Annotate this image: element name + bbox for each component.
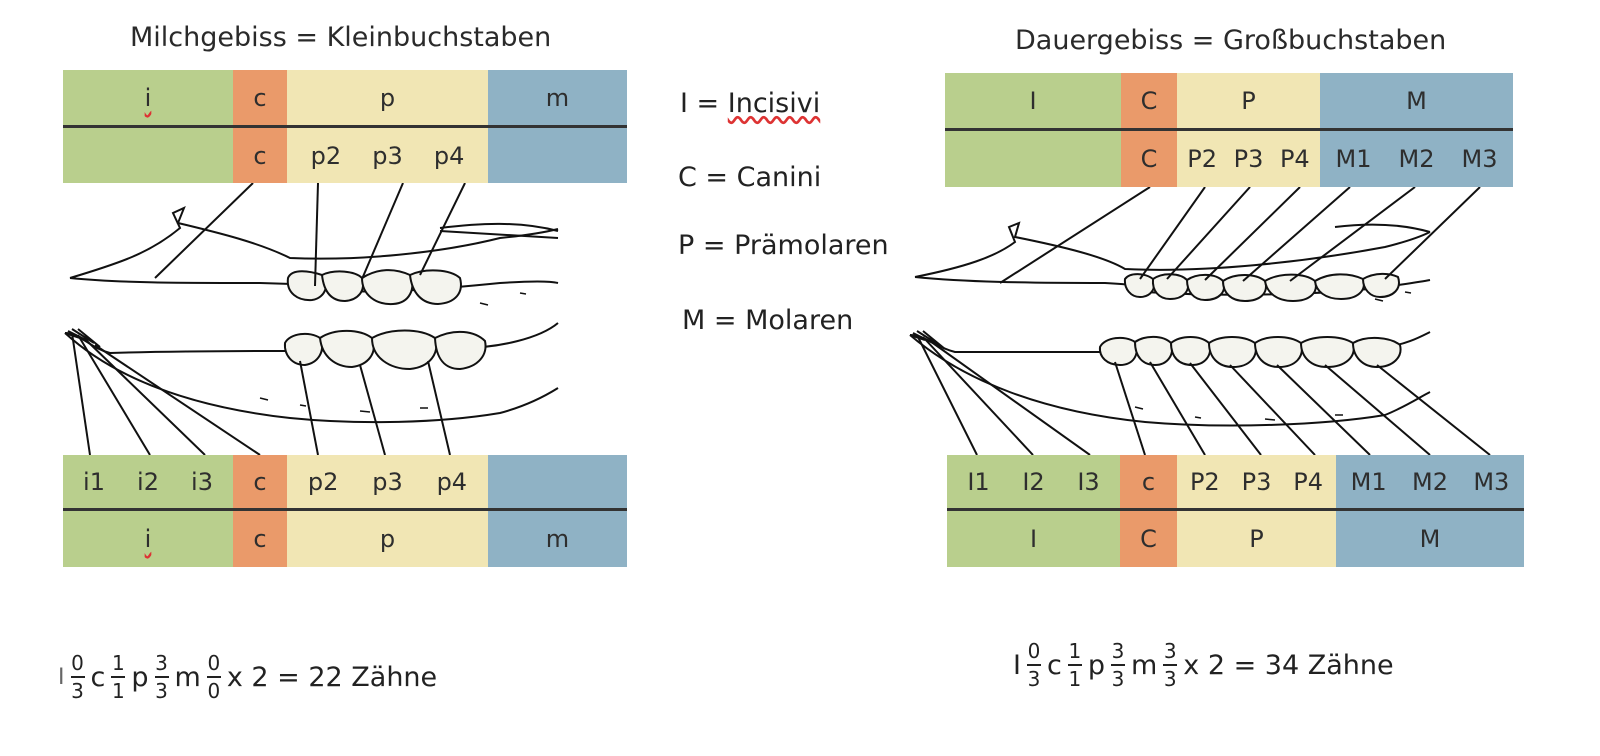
formula-label: I [58,664,65,690]
right-jaw-illustration [909,187,1491,455]
tooth-label: p3 [372,141,403,170]
left-top-canini: c [233,70,287,126]
legend-canini: C = Canini [678,162,822,193]
right-title: Dauergebiss = Großbuchstaben [1015,25,1447,56]
tooth-label: p3 [372,468,403,496]
right-bottom-canini: c [1120,455,1177,509]
tooth-label: P4 [1279,145,1310,173]
legend-incisivi: I = Incisivi [680,88,821,119]
right-bottom2-canini: C [1120,511,1177,567]
left-bottom-incisivi: i1 i2 i3 [63,455,233,509]
tooth-label: p2 [307,468,339,496]
left-bottom2-incisivi: i [63,511,233,567]
tooth-label: M2 [1398,145,1435,173]
left-bottom2-canini: c [233,511,287,567]
tooth-label: M1 [1350,468,1387,496]
right-top2-praemolaren: P2 P3 P4 [1177,131,1320,187]
left-bottom-table: i1 i2 i3 c p2 p3 p4 i c p m [63,455,627,567]
right-bottom-praemolaren: P2 P3 P4 [1177,455,1336,509]
tooth-label: P2 [1187,145,1218,173]
left-jaw-illustration [64,183,559,455]
left-top2-incisivi [63,128,233,183]
left-top2-canini: c [233,128,287,183]
right-top2-canini: C [1121,131,1177,187]
tooth-label: i2 [137,468,159,496]
tooth-label: P3 [1241,468,1272,496]
left-top2-molaren [488,128,627,183]
legend-praemolaren: P = Prämolaren [678,230,889,261]
left-top2-praemolaren: p2 p3 p4 [287,128,488,183]
right-bottom-divider [947,508,1524,511]
formula-label: I [1013,649,1021,681]
right-top-divider [945,128,1513,131]
left-bottom-molaren [488,455,627,509]
tooth-label: I3 [1077,468,1100,496]
tooth-label: M2 [1412,468,1448,496]
formula-label: m [1130,649,1158,681]
formula-label: p [1087,649,1105,681]
formula-label: p [131,661,149,693]
legend-molaren: M = Molaren [682,305,854,336]
right-bottom2-praemolaren: P [1177,511,1336,567]
left-top-table: i c p m c p2 p3 p4 [63,70,627,183]
left-title: Milchgebiss = Kleinbuchstaben [130,22,552,53]
right-top2-incisivi [945,131,1121,187]
left-top-incisivi: i [63,70,233,126]
right-bottom-molaren: M1 M2 M3 [1336,455,1524,509]
tooth-label: I2 [1022,468,1045,496]
left-bottom2-praemolaren: p [287,511,488,567]
left-top-molaren: m [488,70,627,126]
left-bottom-divider [63,508,627,511]
left-bottom2-molaren: m [488,511,627,567]
right-bottom-incisivi: I1 I2 I3 [947,455,1120,509]
formula-label: c [90,661,106,693]
formula-result: x 2 = 34 Zähne [1183,649,1394,681]
left-bottom-praemolaren: p2 p3 p4 [287,455,488,509]
formula-label: m [174,661,201,693]
tooth-label: M3 [1461,145,1498,173]
right-top-molaren: M [1320,73,1513,129]
tooth-label: M1 [1335,145,1372,173]
tooth-label: p4 [433,141,465,170]
tooth-label: P2 [1189,468,1220,496]
right-bottom-table: I1 I2 I3 c P2 P3 P4 M1 M2 M3 I C P M [947,455,1524,567]
tooth-label: p4 [436,468,468,496]
tooth-label: i1 [83,468,105,496]
formula-label: c [1046,649,1062,681]
tooth-label: P4 [1293,468,1324,496]
right-top-incisivi: I [945,73,1121,129]
tooth-label: P3 [1233,145,1264,173]
left-bottom-canini: c [233,455,287,509]
right-bottom2-incisivi: I [947,511,1120,567]
right-top-canini: C [1121,73,1177,129]
right-top-praemolaren: P [1177,73,1320,129]
right-bottom2-molaren: M [1336,511,1524,567]
right-top2-molaren: M1 M2 M3 [1320,131,1513,187]
tooth-label: I1 [967,468,990,496]
left-top-praemolaren: p [287,70,488,126]
tooth-label: p2 [310,141,342,170]
tooth-label: M3 [1473,468,1510,496]
tooth-label: i3 [191,468,213,496]
right-top-table: I C P M C P2 P3 P4 M1 M2 M3 [945,73,1513,187]
left-top-divider [63,125,627,128]
formula-result: x 2 = 22 Zähne [226,661,438,693]
